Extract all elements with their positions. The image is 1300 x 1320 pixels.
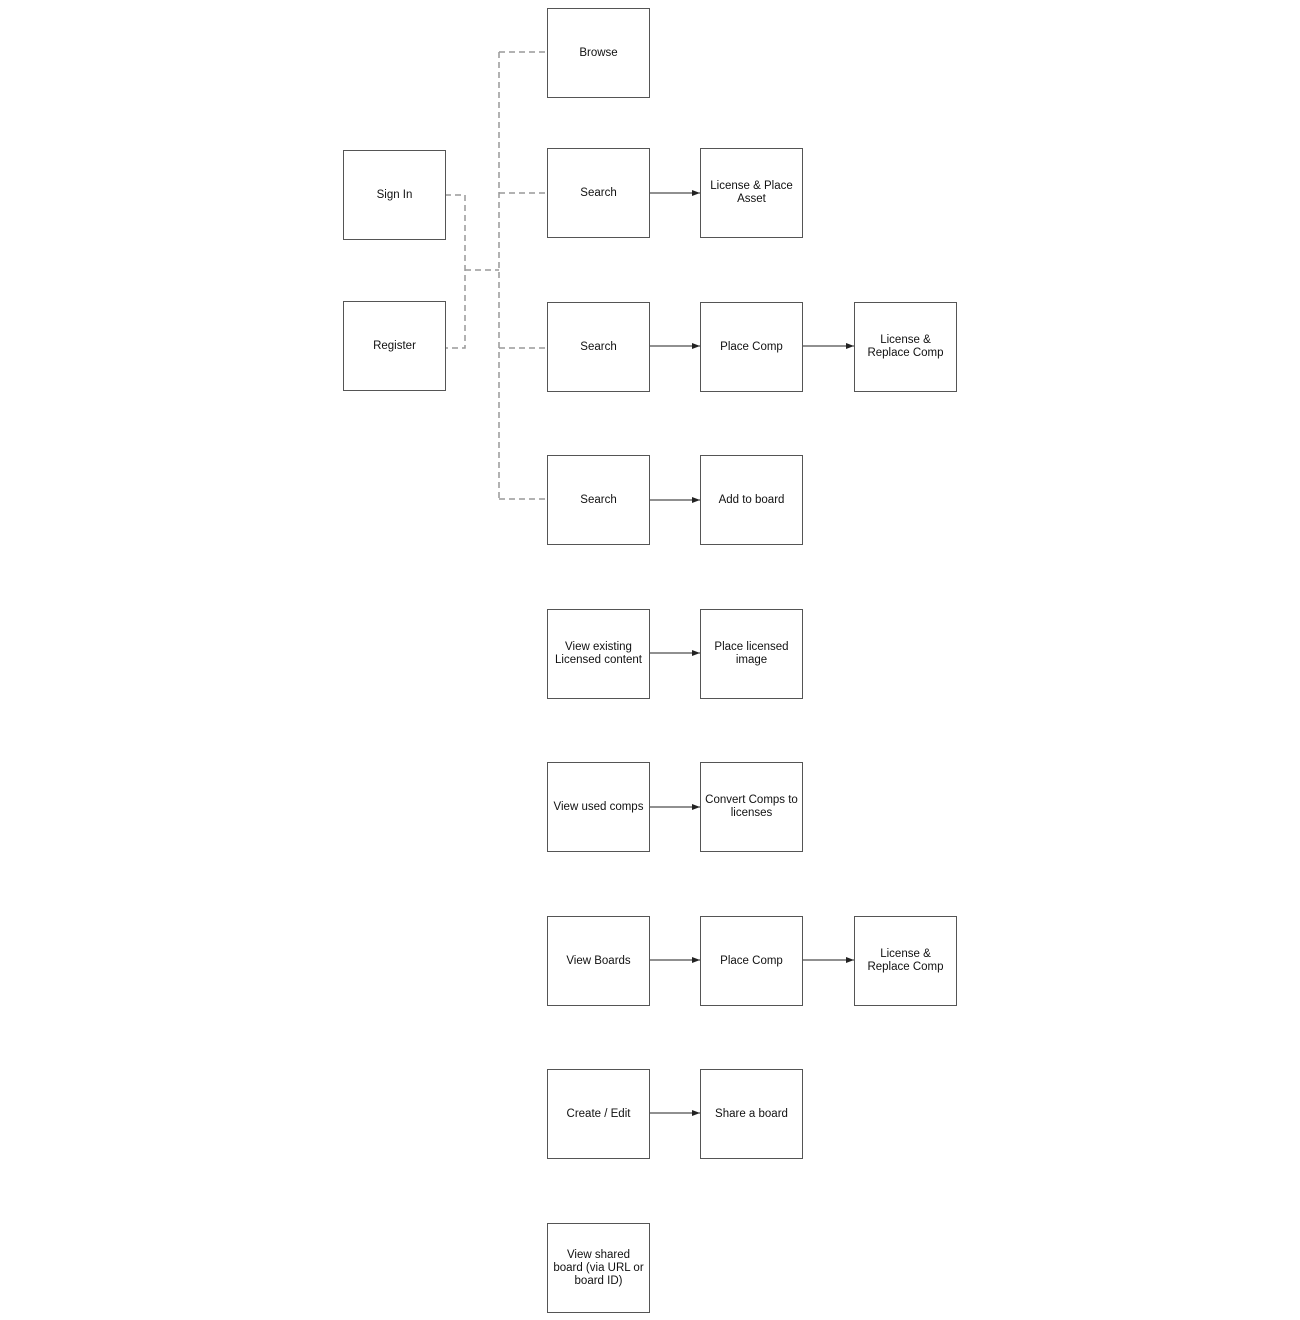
node-convert-comps: Convert Comps to licenses bbox=[700, 762, 803, 852]
node-browse: Browse bbox=[547, 8, 650, 98]
node-view-used-comps: View used comps bbox=[547, 762, 650, 852]
node-license-replace-comp: License & Replace Comp bbox=[854, 302, 957, 392]
node-place-comp: Place Comp bbox=[700, 916, 803, 1006]
node-view-shared-board: View shared board (via URL or board ID) bbox=[547, 1223, 650, 1313]
arrows bbox=[649, 190, 854, 1116]
dashed-connectors bbox=[445, 51, 547, 500]
node-view-boards: View Boards bbox=[547, 916, 650, 1006]
node-add-to-board: Add to board bbox=[700, 455, 803, 545]
node-search: Search bbox=[547, 148, 650, 238]
node-register: Register bbox=[343, 301, 446, 391]
node-place-comp: Place Comp bbox=[700, 302, 803, 392]
node-sign-in: Sign In bbox=[343, 150, 446, 240]
node-create-edit: Create / Edit bbox=[547, 1069, 650, 1159]
signin-register-connector bbox=[445, 194, 466, 349]
node-place-licensed-image: Place licensed image bbox=[700, 609, 803, 699]
node-share-board: Share a board bbox=[700, 1069, 803, 1159]
node-license-place-asset: License & Place Asset bbox=[700, 148, 803, 238]
node-search: Search bbox=[547, 455, 650, 545]
node-license-replace-comp: License & Replace Comp bbox=[854, 916, 957, 1006]
node-view-existing-licensed: View existing Licensed content bbox=[547, 609, 650, 699]
node-search: Search bbox=[547, 302, 650, 392]
